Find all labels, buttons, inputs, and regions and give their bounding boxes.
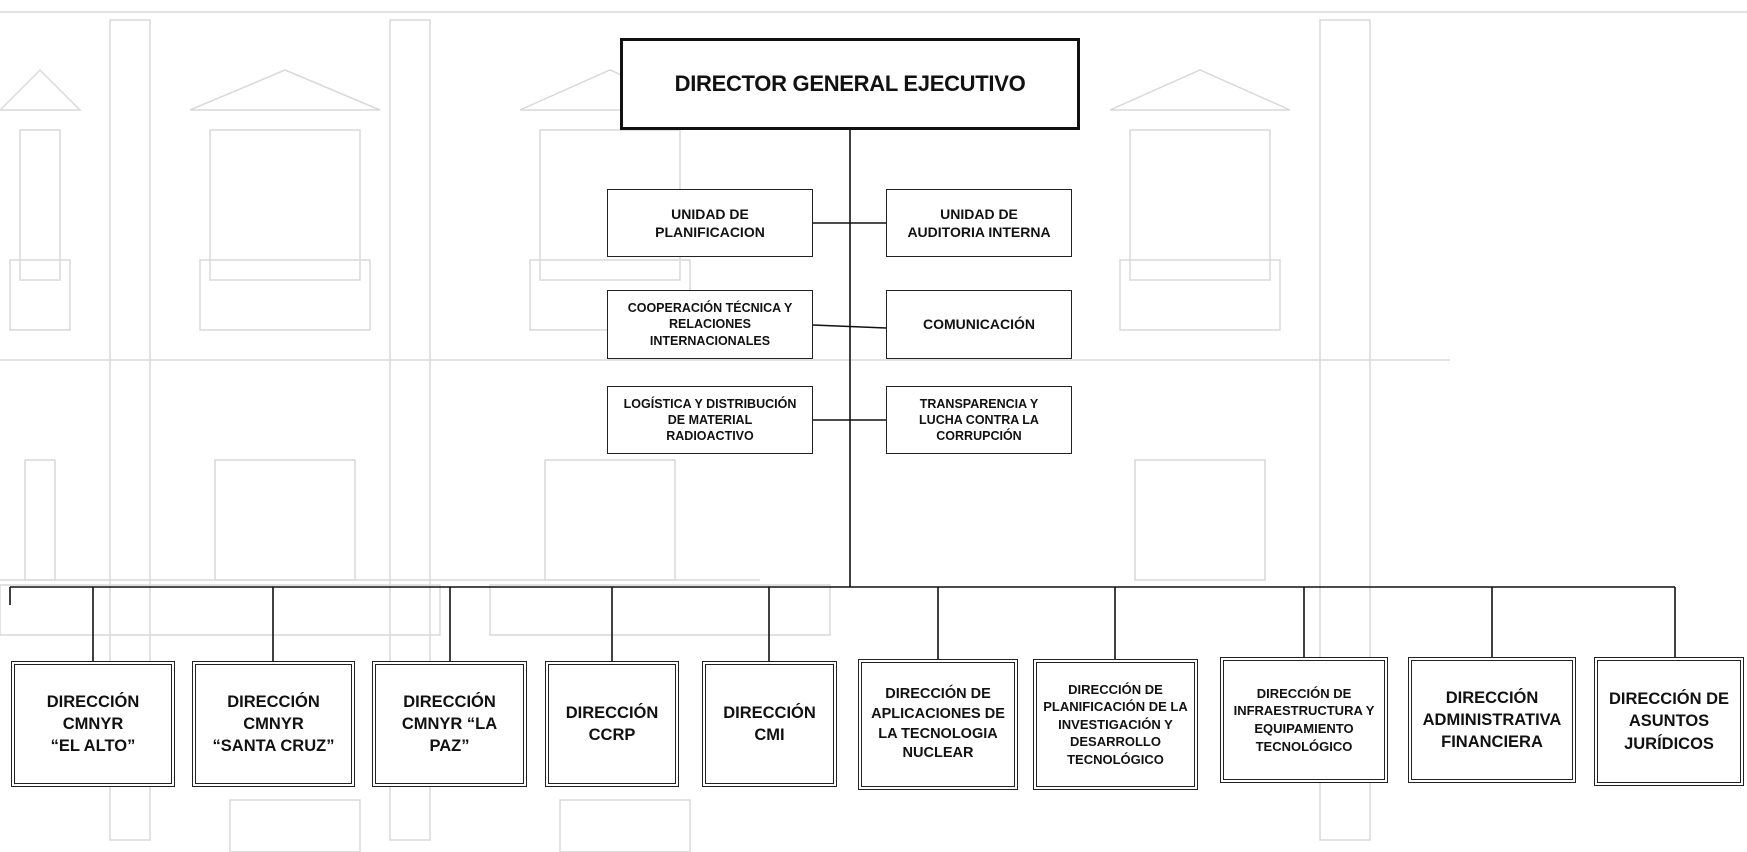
unit-planificacion: UNIDAD DE PLANIFICACION [607, 189, 813, 257]
facade-column [109, 19, 151, 841]
direction-label: DIRECCIÓN ADMINISTRATIVA FINANCIERA [1422, 688, 1562, 752]
facade-door [229, 799, 361, 852]
facade-pediment [1109, 69, 1291, 111]
direction-cmi: DIRECCIÓN CMI [702, 661, 837, 787]
direction-cmnyr-santa-cruz: DIRECCIÓN CMNYR “SANTA CRUZ” [192, 661, 355, 787]
facade-door [559, 799, 691, 852]
direction-label: DIRECCIÓN CCRP [565, 703, 659, 744]
facade-balustrade [9, 259, 71, 331]
unit-label: TRANSPARENCIA Y LUCHA CONTRA LA CORRUPCI… [919, 396, 1039, 444]
unit-label: COMUNICACIÓN [923, 316, 1035, 333]
facade-column [1319, 19, 1371, 841]
unit-connector-row-2 [812, 324, 887, 329]
director-general-label: DIRECTOR GENERAL EJECUTIVO [674, 70, 1026, 96]
direction-planificacion-investigacion: DIRECCIÓN DE PLANIFICACIÓN DE LA INVESTI… [1033, 659, 1198, 790]
unit-cooperacion-tecnica: COOPERACIÓN TÉCNICA Y RELACIONES INTERNA… [607, 290, 813, 359]
direction-label: DIRECCIÓN CMNYR “LA PAZ” [401, 692, 498, 756]
direction-label: DIRECCIÓN DE INFRAESTRUCTURA Y EQUIPAMIE… [1233, 685, 1375, 754]
unit-label: COOPERACIÓN TÉCNICA Y RELACIONES INTERNA… [627, 301, 793, 348]
direction-infraestructura-equipamiento: DIRECCIÓN DE INFRAESTRUCTURA Y EQUIPAMIE… [1220, 657, 1388, 783]
facade-iron-railing [0, 584, 441, 636]
direction-administrativa-financiera: DIRECCIÓN ADMINISTRATIVA FINANCIERA [1408, 657, 1576, 783]
direction-label: DIRECCIÓN CMNYR “SANTA CRUZ” [212, 692, 335, 756]
unit-auditoria-interna: UNIDAD DE AUDITORIA INTERNA [886, 189, 1072, 257]
facade-balustrade [1119, 259, 1281, 331]
direction-label: DIRECCIÓN CMNYR “EL ALTO” [46, 692, 140, 756]
unit-label: UNIDAD DE AUDITORIA INTERNA [907, 205, 1051, 240]
direction-asuntos-juridicos: DIRECCIÓN DE ASUNTOS JURÍDICOS [1594, 657, 1744, 786]
facade-pediment [0, 68, 82, 111]
unit-logistica-distribucion: LOGÍSTICA Y DISTRIBUCIÓN DE MATERIAL RAD… [607, 386, 813, 454]
direction-label: DIRECCIÓN DE APLICACIONES DE LA TECNOLOG… [871, 686, 1005, 762]
facade-window [209, 129, 361, 281]
direction-aplicaciones-tecnologia-nuclear: DIRECCIÓN DE APLICACIONES DE LA TECNOLOG… [858, 659, 1018, 790]
facade-lower-window [1134, 459, 1266, 581]
direction-cmnyr-el-alto: DIRECCIÓN CMNYR “EL ALTO” [11, 661, 175, 787]
direction-label: DIRECCIÓN CMI [723, 703, 816, 744]
unit-label: UNIDAD DE PLANIFICACION [655, 205, 765, 240]
direction-ccrp: DIRECCIÓN CCRP [545, 661, 679, 787]
direction-cmnyr-la-paz: DIRECCIÓN CMNYR “LA PAZ” [372, 661, 527, 787]
facade-column [389, 19, 431, 841]
unit-transparencia: TRANSPARENCIA Y LUCHA CONTRA LA CORRUPCI… [886, 386, 1072, 454]
facade-iron-railing [489, 584, 831, 636]
unit-label: LOGÍSTICA Y DISTRIBUCIÓN DE MATERIAL RAD… [623, 396, 797, 444]
direction-label: DIRECCIÓN DE PLANIFICACIÓN DE LA INVESTI… [1043, 681, 1188, 767]
facade-window [1129, 129, 1271, 281]
direction-label: DIRECCIÓN DE ASUNTOS JURÍDICOS [1608, 690, 1730, 753]
facade-window [19, 129, 61, 281]
facade-pediment [189, 69, 381, 111]
unit-comunicacion: COMUNICACIÓN [886, 290, 1072, 359]
director-general-box: DIRECTOR GENERAL EJECUTIVO [620, 38, 1080, 130]
facade-balustrade [199, 259, 371, 331]
